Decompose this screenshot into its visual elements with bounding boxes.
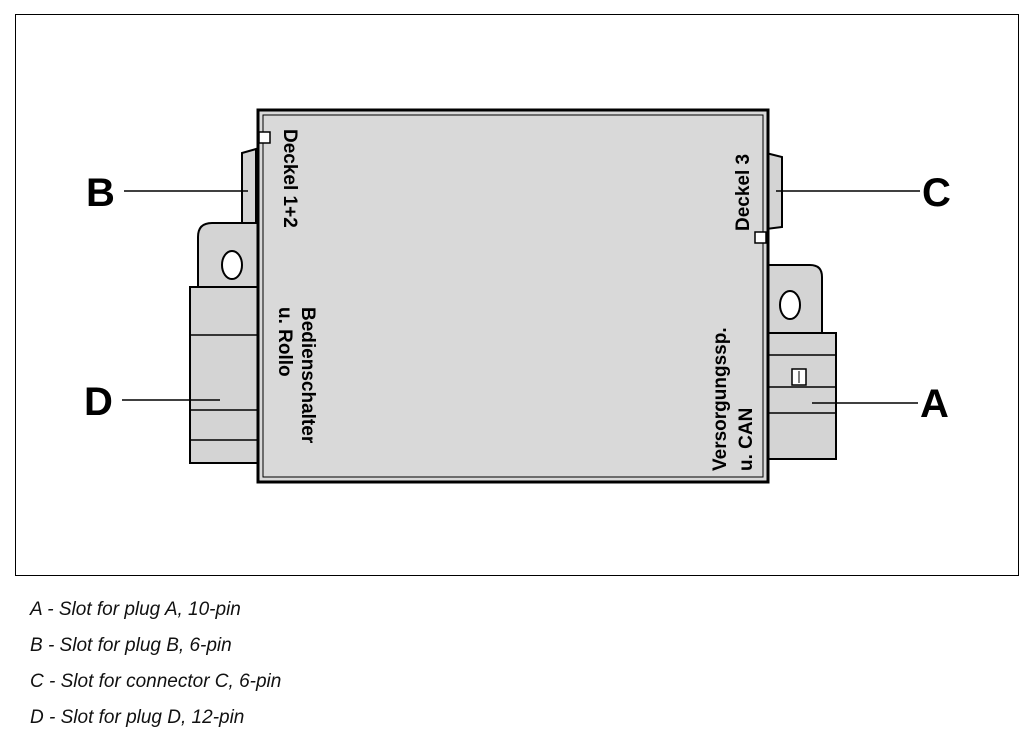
slot-d-connector [189,286,261,464]
label-u-can: u. CAN [736,408,757,471]
callout-b: B [86,171,115,215]
mount-hole [221,250,243,280]
slot-b-cover [241,147,257,227]
marker-square-left [258,131,271,144]
legend-item-c: C - Slot for connector C, 6-pin [30,671,282,692]
marker-square-right [754,231,767,244]
control-unit-diagram: Deckel 1+2 Bedienschalter u. Rollo Decke… [84,108,951,484]
callout-d: D [84,380,113,424]
diagram-frame: Deckel 1+2 Bedienschalter u. Rollo Decke… [15,14,1019,576]
callout-c: C [922,171,951,215]
label-deckel-3: Deckel 3 [733,154,754,231]
callout-a: A [920,382,949,426]
mount-hole-right [779,290,801,320]
right-mount-tab [765,264,823,336]
legend-item-b: B - Slot for plug B, 6-pin [30,635,232,656]
left-mount-tab [197,222,259,290]
control-unit-housing [256,108,770,484]
legend-list: A - Slot for plug A, 10-pin B - Slot for… [30,592,281,736]
slot-a-connector [767,332,837,460]
label-deckel-1-2: Deckel 1+2 [279,129,300,228]
legend-item-d: D - Slot for plug D, 12-pin [30,707,245,728]
label-bedienschalter: Bedienschalter [297,307,318,444]
label-versorgungssp: Versorgungssp. [710,327,731,471]
label-u-rollo: u. Rollo [274,307,295,377]
legend-item-a: A - Slot for plug A, 10-pin [30,599,241,620]
